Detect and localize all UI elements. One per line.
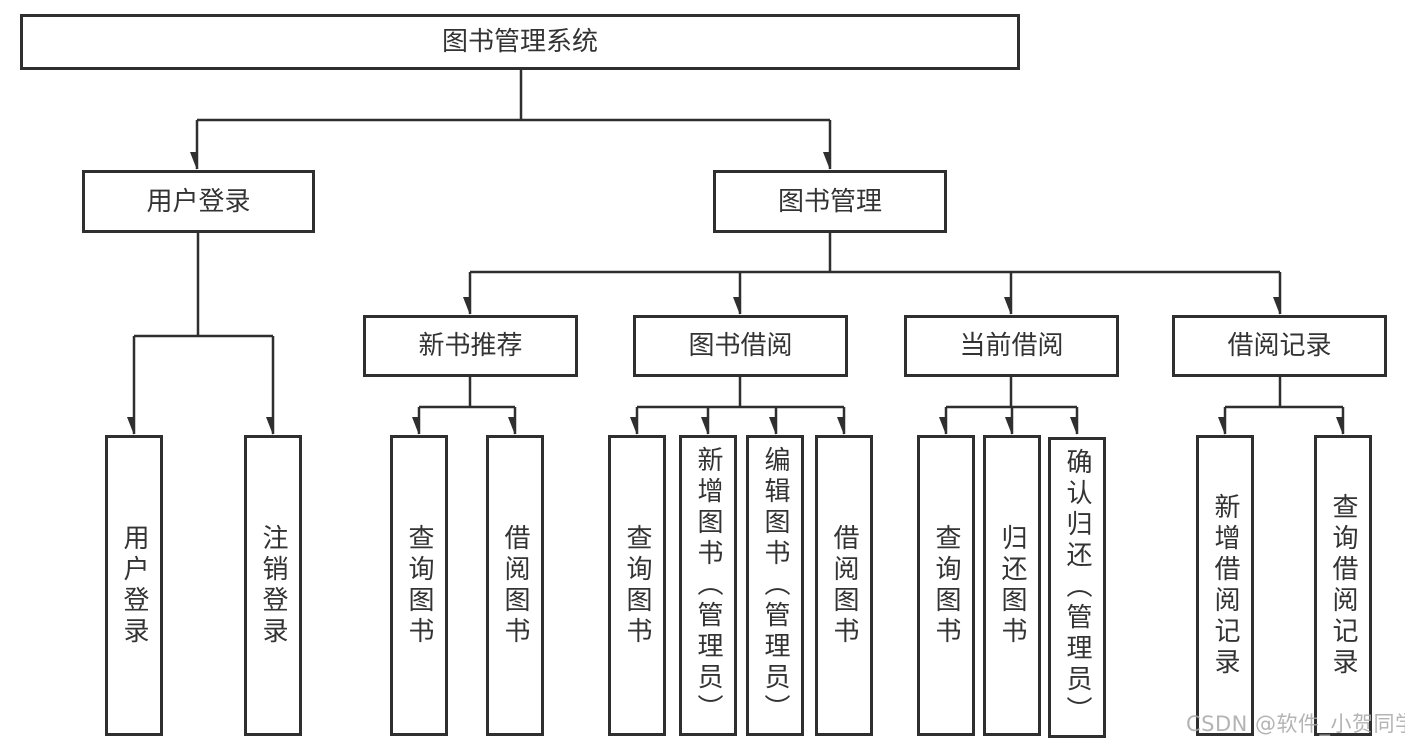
leaf-label: 查询图书 bbox=[622, 523, 652, 648]
leaf-user-login: 用户登录 bbox=[105, 435, 163, 736]
leaf-label: 编辑图书（管理员） bbox=[760, 446, 790, 725]
leaf-borrow-books-recommend: 借阅图书 bbox=[486, 435, 544, 736]
leaf-return-books: 归还图书 bbox=[983, 435, 1041, 736]
node-label: 图书管理系统 bbox=[441, 27, 598, 57]
leaf-label: 确认归还（管理员） bbox=[1062, 448, 1092, 727]
node-label: 图书管理 bbox=[777, 186, 882, 217]
node-book-management: 图书管理 bbox=[713, 170, 947, 233]
node-label: 新书推荐 bbox=[418, 331, 523, 361]
node-borrowing-records: 借阅记录 bbox=[1172, 315, 1387, 377]
leaf-query-books-current: 查询图书 bbox=[917, 435, 975, 736]
node-label: 用户登录 bbox=[146, 186, 251, 217]
node-current-borrowing: 当前借阅 bbox=[904, 315, 1119, 377]
leaf-confirm-return-admin: 确认归还（管理员） bbox=[1048, 437, 1106, 738]
node-user-login: 用户登录 bbox=[82, 170, 315, 233]
leaf-borrow-books-borrowing: 借阅图书 bbox=[815, 435, 873, 736]
leaf-edit-books-admin: 编辑图书（管理员） bbox=[746, 435, 804, 736]
node-new-book-recommendation: 新书推荐 bbox=[363, 315, 578, 377]
leaf-label: 注销登录 bbox=[258, 523, 288, 648]
leaf-label: 借阅图书 bbox=[829, 523, 859, 648]
leaf-label: 查询图书 bbox=[404, 523, 434, 648]
leaf-logout: 注销登录 bbox=[244, 435, 302, 736]
leaf-query-books-recommend: 查询图书 bbox=[390, 435, 448, 736]
leaf-label: 查询图书 bbox=[931, 523, 961, 648]
node-book-borrowing: 图书借阅 bbox=[633, 315, 848, 377]
leaf-query-borrow-record: 查询借阅记录 bbox=[1314, 435, 1372, 736]
csdn-watermark: CSDN @软件_小贺同学 bbox=[1186, 712, 1405, 736]
leaf-add-books-admin: 新增图书（管理员） bbox=[679, 435, 737, 736]
leaf-add-borrow-record: 新增借阅记录 bbox=[1196, 435, 1254, 736]
leaf-label: 用户登录 bbox=[119, 523, 149, 648]
node-library-management-system: 图书管理系统 bbox=[20, 14, 1020, 70]
leaf-label: 借阅图书 bbox=[500, 523, 530, 648]
leaf-label: 新增借阅记录 bbox=[1210, 492, 1240, 679]
leaf-label: 新增图书（管理员） bbox=[693, 446, 723, 725]
node-label: 借阅记录 bbox=[1227, 331, 1332, 361]
leaf-label: 归还图书 bbox=[997, 523, 1027, 648]
leaf-label: 查询借阅记录 bbox=[1328, 492, 1358, 679]
node-label: 图书借阅 bbox=[688, 331, 793, 361]
node-label: 当前借阅 bbox=[959, 331, 1064, 361]
leaf-query-books-borrowing: 查询图书 bbox=[608, 435, 666, 736]
